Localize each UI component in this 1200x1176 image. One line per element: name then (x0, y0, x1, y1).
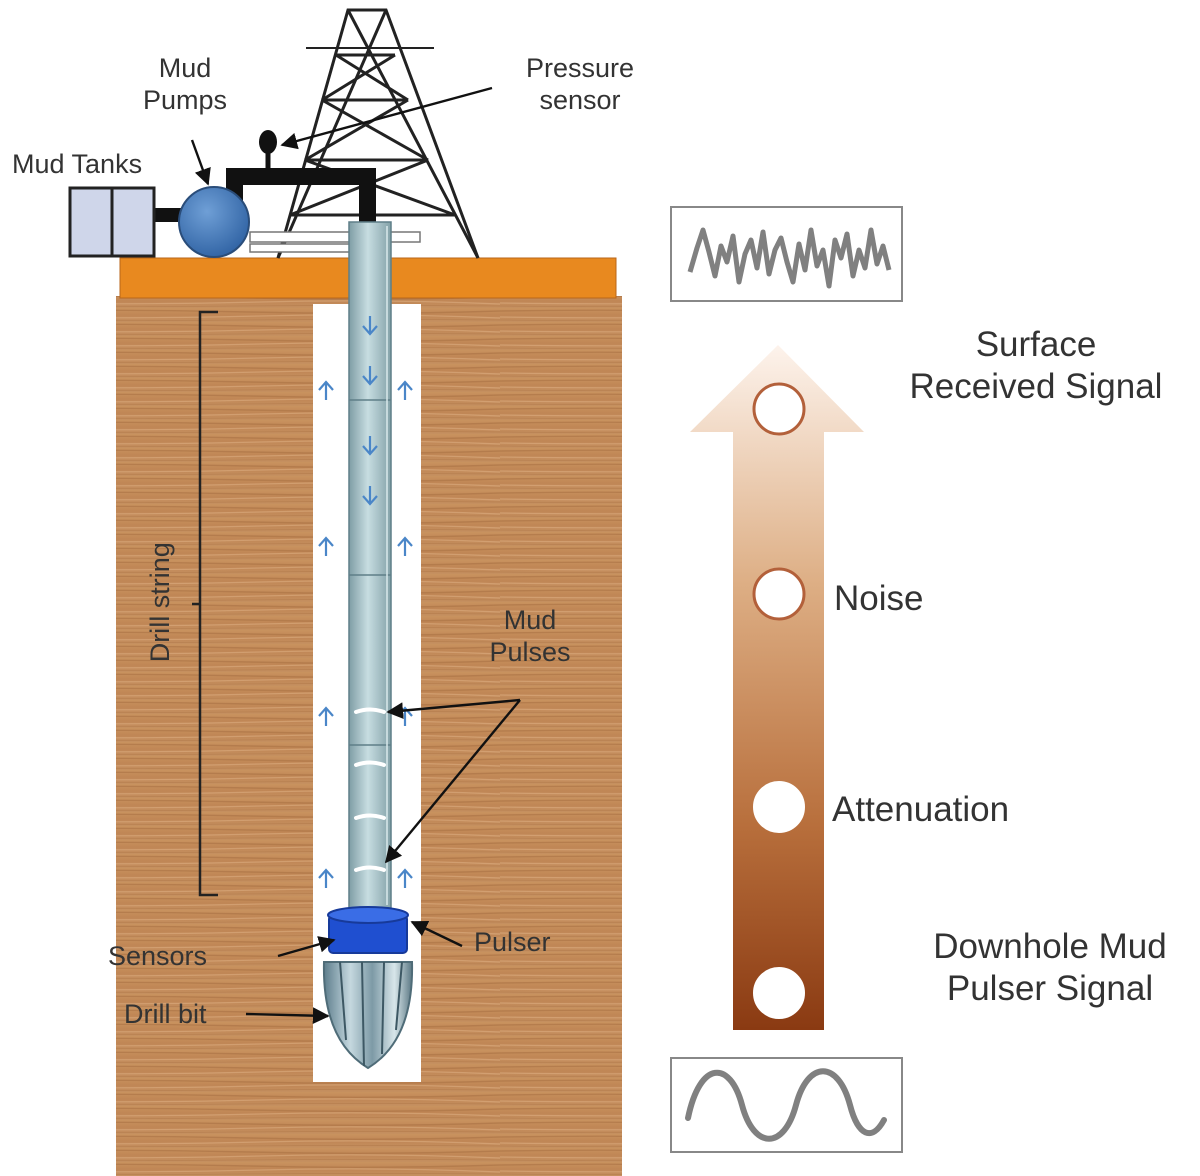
pressure-sensor-label: Pressure sensor (500, 52, 660, 117)
sensors-label: Sensors (108, 941, 208, 971)
transmission-arrow (690, 345, 864, 1030)
marker-attenuation (753, 781, 805, 833)
downhole-mud-pulser-signal-label: Downhole Mud Pulser Signal (900, 926, 1200, 1010)
pulser-ring (327, 906, 409, 954)
surface-received-signal-label: Surface Received Signal (876, 324, 1196, 408)
drill-bit-device (322, 961, 414, 1070)
surface-signal-box (670, 206, 903, 302)
mud-tanks-label: Mud Tanks (12, 149, 143, 179)
surface-received-signal-line1: Surface (975, 325, 1097, 364)
mud-pulses-label-line2: Pulses (489, 637, 571, 668)
drill-bit-label: Drill bit (124, 999, 207, 1029)
mud-pumps-label-line2: Pumps (142, 85, 228, 116)
derrick (276, 8, 480, 259)
pressure-sensor-label-line2: sensor (539, 85, 621, 116)
downhole-mud-pulser-signal-line2: Pulser Signal (946, 969, 1154, 1008)
mud-pulses-label-line1: Mud (503, 605, 557, 635)
pressure-sensor-device (259, 130, 277, 170)
upward-flow-arrows (318, 380, 413, 888)
mud-pulse-marks (354, 707, 386, 872)
mud-pulses-label: Mud Pulses (460, 604, 600, 669)
marker-noise (752, 567, 806, 621)
mud-pumps-label-line1: Mud (158, 53, 212, 83)
pressure-sensor-label-line1: Pressure (525, 53, 635, 83)
downward-flow-arrows (362, 316, 378, 506)
mud-tanks-device (68, 186, 156, 258)
drill-string-label: Drill string (144, 542, 175, 663)
noise-label: Noise (834, 579, 924, 618)
marker-surface (752, 382, 806, 436)
marker-downhole (753, 967, 805, 1019)
attenuation-label: Attenuation (832, 790, 1010, 829)
sine-signal-trace (685, 1068, 887, 1142)
drill-string-bracket (192, 310, 218, 897)
drill-string-pipe (348, 221, 392, 911)
pulser-label: Pulser (474, 927, 551, 957)
noisy-signal-trace (687, 227, 892, 289)
mud-pumps-label: Mud Pumps (120, 52, 250, 117)
surface-received-signal-line2: Received Signal (909, 367, 1163, 406)
downhole-signal-box (670, 1057, 903, 1153)
leader-arrows (190, 86, 521, 1025)
downhole-mud-pulser-signal-line1: Downhole Mud (933, 927, 1167, 966)
mud-pump-device (178, 186, 250, 258)
